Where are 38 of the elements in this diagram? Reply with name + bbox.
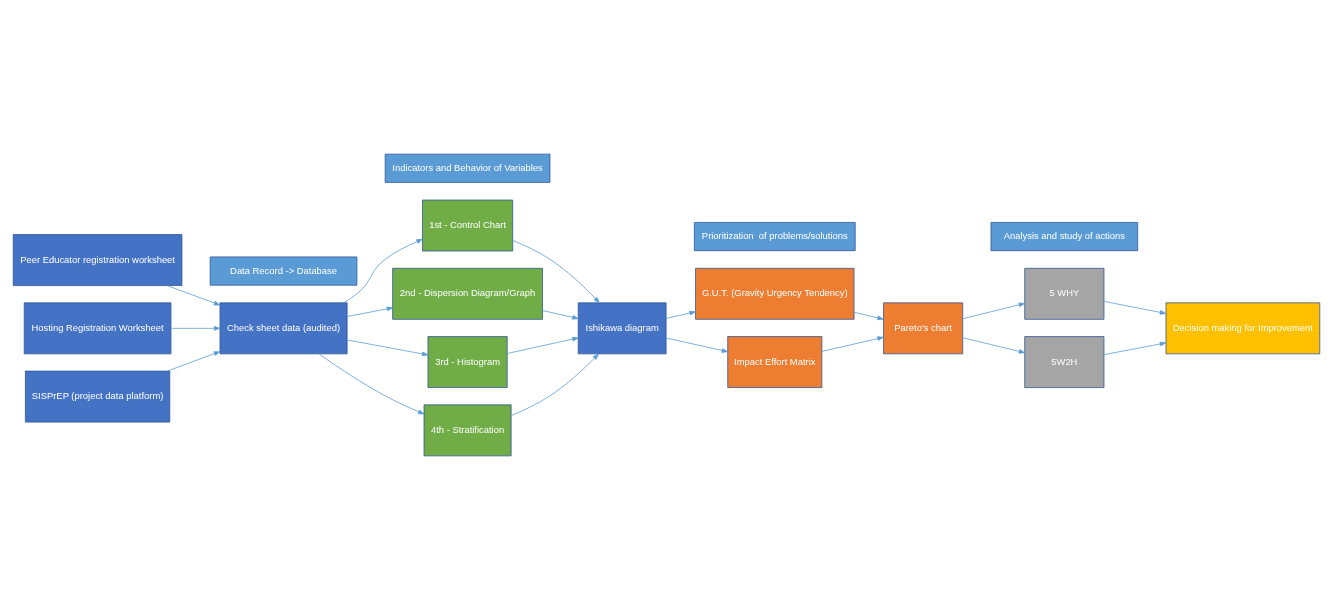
node-box: Pareto's chart bbox=[883, 302, 964, 355]
arrow bbox=[512, 240, 600, 303]
arrow bbox=[166, 351, 221, 372]
arrow bbox=[507, 336, 579, 354]
node-box: Data Record -> Database bbox=[209, 256, 358, 286]
arrow bbox=[510, 353, 599, 416]
arrow bbox=[853, 311, 884, 321]
node-box: G.U.T. (Gravity Urgency Tendency) bbox=[695, 267, 855, 320]
node-box: 5 WHY bbox=[1024, 267, 1105, 320]
arrow bbox=[343, 238, 423, 304]
node-box: Peer Educator registration worksheet bbox=[12, 234, 183, 286]
node-box: 3rd - Histogram bbox=[427, 336, 508, 388]
node-box: 1st - Control Chart bbox=[422, 199, 514, 252]
arrow bbox=[1103, 341, 1167, 356]
node-box: Prioritization of problems/solutions bbox=[693, 222, 856, 252]
arrow bbox=[166, 285, 221, 306]
node-box: SISPrEP (project data platform) bbox=[25, 370, 171, 423]
node-box: 5W2H bbox=[1024, 336, 1105, 388]
arrow bbox=[962, 302, 1025, 320]
node-box: Indicators and Behavior of Variables bbox=[384, 153, 551, 183]
arrow bbox=[542, 310, 579, 320]
node-box: Analysis and study of actions bbox=[990, 222, 1139, 252]
node-box: Ishikawa diagram bbox=[577, 302, 667, 355]
arrow bbox=[665, 310, 696, 319]
arrow bbox=[170, 326, 221, 331]
node-box: Impact Effort Matrix bbox=[727, 336, 823, 388]
node-box: Decision making for Improvement bbox=[1165, 302, 1321, 355]
arrow bbox=[821, 336, 884, 352]
arrow bbox=[962, 337, 1025, 354]
arrow bbox=[665, 337, 728, 353]
arrow bbox=[346, 339, 429, 357]
node-box: Check sheet data (audited) bbox=[219, 302, 348, 355]
node-box: 2nd - Dispersion Diagram/Graph bbox=[392, 267, 543, 320]
node-box: Hosting Registration Worksheet bbox=[23, 302, 172, 355]
arrow bbox=[318, 353, 425, 415]
node-box: 4th - Stratification bbox=[423, 404, 512, 457]
arrow bbox=[1103, 301, 1167, 315]
arrow bbox=[346, 306, 393, 317]
